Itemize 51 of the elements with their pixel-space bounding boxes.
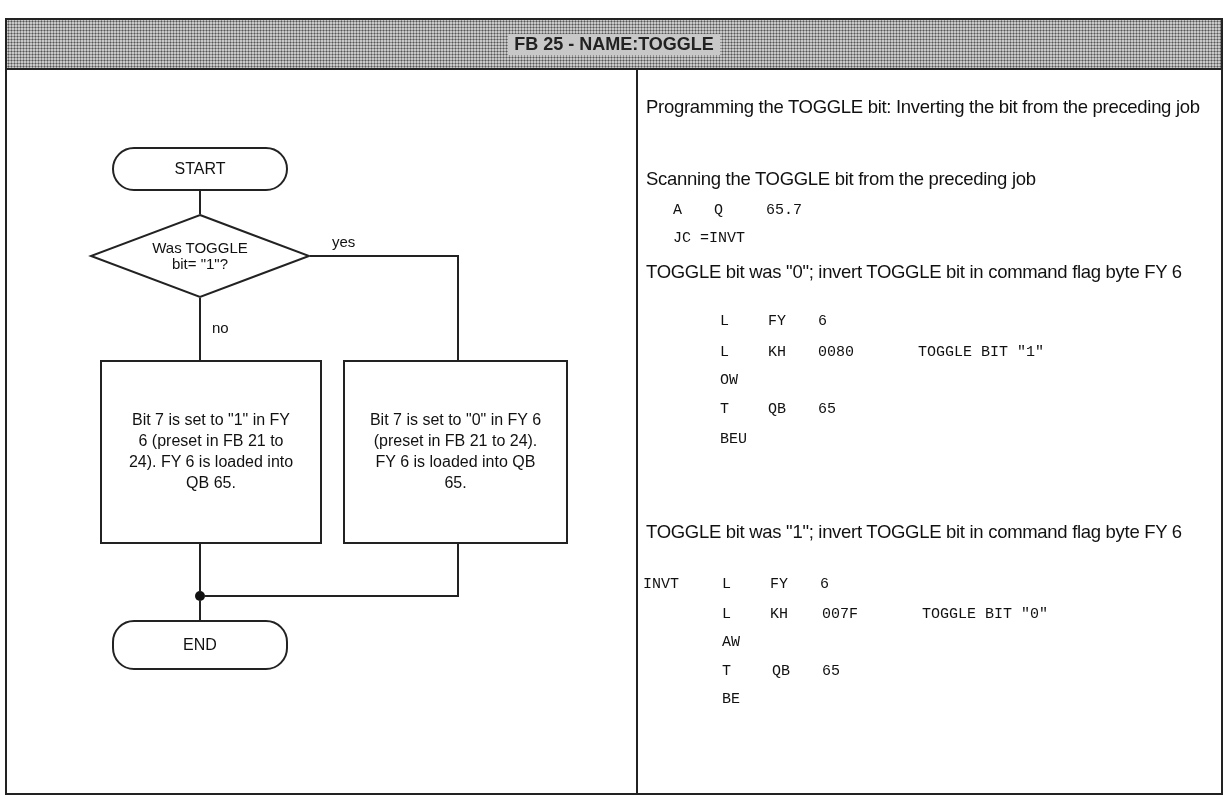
code-token: L — [720, 313, 729, 331]
decision-diamond — [90, 214, 310, 298]
code-token: T — [720, 401, 729, 419]
code-token: Q — [714, 202, 723, 220]
code-token: L — [720, 344, 729, 362]
code-token: 6 — [818, 313, 827, 331]
code-token: QB — [768, 401, 786, 419]
code-token: L — [722, 576, 731, 594]
connector-line — [309, 255, 459, 361]
code-token: 6 — [820, 576, 829, 594]
process-box — [100, 360, 322, 544]
code-token: BEU — [720, 431, 747, 449]
description-text: Scanning the TOGGLE bit from the preceding job — [646, 167, 1037, 191]
code-token: JC =INVT — [673, 230, 745, 248]
code-token: AW — [722, 634, 740, 652]
connector-line — [199, 190, 201, 215]
connector-line — [199, 297, 201, 361]
connector-line — [204, 543, 459, 597]
code-token: 65.7 — [766, 202, 802, 220]
code-token: 65 — [822, 663, 840, 681]
node-text: Was TOGGLE bit= "1"? — [151, 239, 249, 273]
node-text: Bit 7 is set to "1" in FY 6 (preset in FB 21 to 24). FY 6 is loaded into QB 65. — [127, 410, 295, 493]
code-token: OW — [720, 372, 738, 390]
description-text: Programming the TOGGLE bit: Inverting the bit from the preceding job — [646, 95, 1201, 119]
connector-line — [199, 600, 201, 621]
code-token: 0080 — [818, 344, 854, 362]
description-text: TOGGLE bit was "0"; invert TOGGLE bit in command flag byte FY 6 — [646, 260, 1183, 284]
code-token: QB — [772, 663, 790, 681]
code-token: 65 — [818, 401, 836, 419]
end-terminal — [112, 620, 288, 670]
code-token: 007F — [822, 606, 858, 624]
node-text: START — [174, 158, 226, 179]
code-token: BE — [722, 691, 740, 709]
start-terminal — [112, 147, 288, 191]
code-token: A — [673, 202, 682, 220]
code-token: TOGGLE BIT "0" — [922, 606, 1049, 624]
description-text: TOGGLE bit was "1"; invert TOGGLE bit in command flag byte FY 6 — [646, 520, 1183, 544]
process-box — [343, 360, 568, 544]
code-token: INVT — [643, 576, 679, 594]
connector-line — [199, 543, 201, 592]
code-token: KH — [770, 606, 788, 624]
code-token: T — [722, 663, 731, 681]
code-token: L — [722, 606, 731, 624]
code-token: KH — [768, 344, 786, 362]
code-token: TOGGLE BIT "1" — [918, 344, 1045, 362]
code-token: FY — [768, 313, 786, 331]
junction-dot — [195, 591, 205, 601]
code-token: FY — [770, 576, 788, 594]
node-text: Bit 7 is set to "0" in FY 6 (preset in FB 21 to 24). FY 6 is loaded into QB 65. — [369, 410, 542, 493]
node-text: END — [183, 634, 217, 655]
title: FB 25 - NAME:TOGGLE — [508, 33, 720, 55]
